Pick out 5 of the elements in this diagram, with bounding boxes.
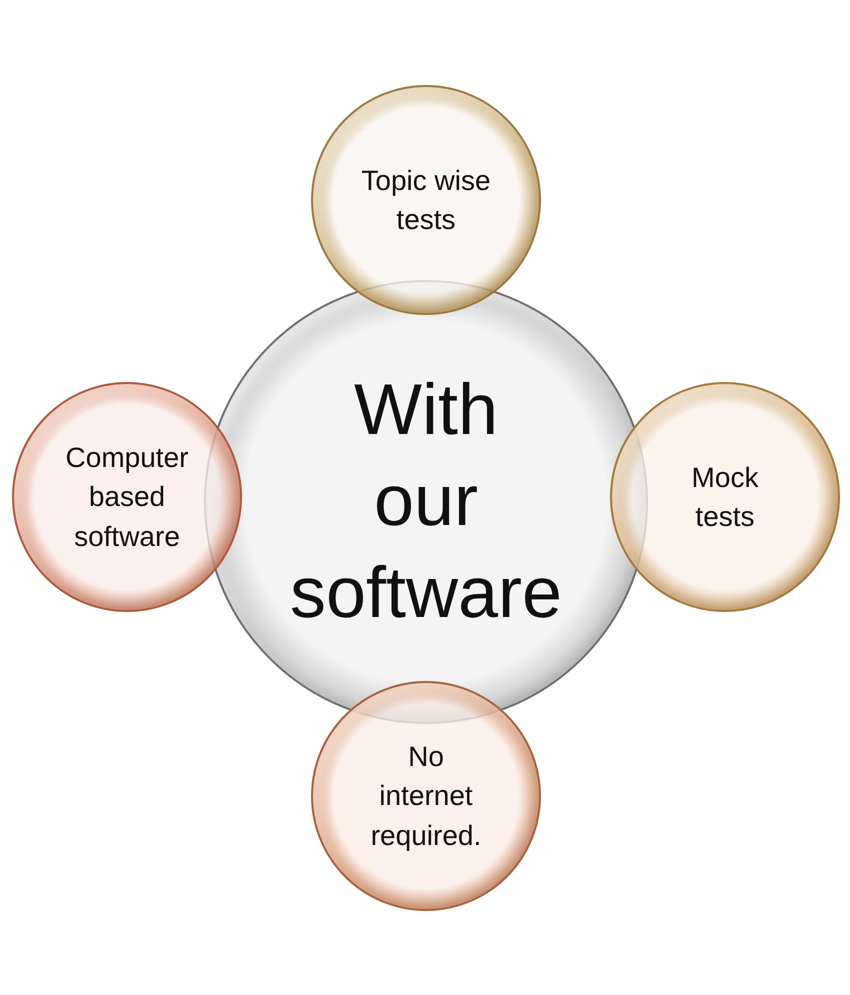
feature-text: No internet required. <box>370 740 482 853</box>
feature-text: Topic wise tests <box>360 164 492 237</box>
feature-text: Mock tests <box>690 460 760 534</box>
feature-text: Computer based software <box>64 441 190 554</box>
central-text: With our software <box>288 368 564 635</box>
